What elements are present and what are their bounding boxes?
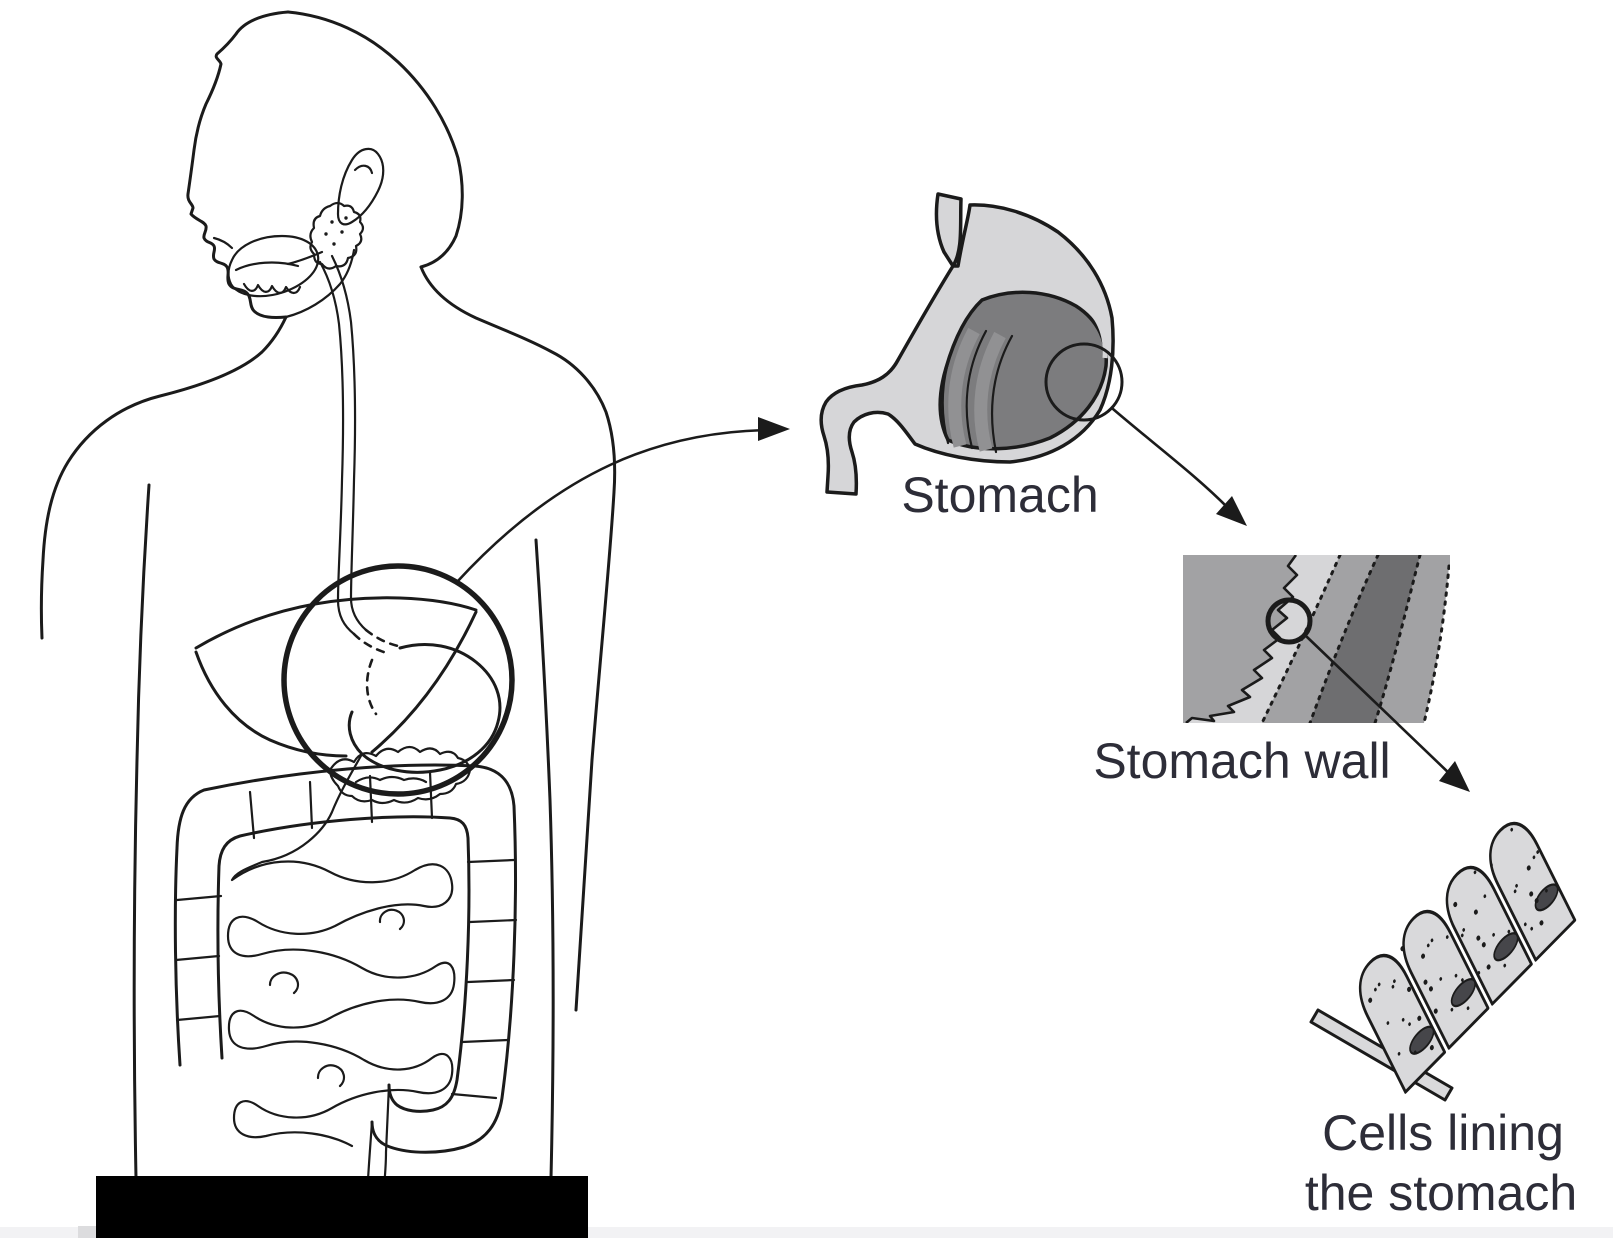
stomach-label: Stomach: [901, 467, 1098, 523]
wall-arc-2: [1308, 555, 1380, 723]
mouth-cavity: [227, 234, 320, 298]
bottom-left-notch: [78, 1226, 96, 1238]
ear-icon: [336, 147, 385, 226]
salivary-gland-stipple: [324, 216, 348, 246]
stomach-illustration: [819, 192, 1124, 496]
rugae-fold-line-2: [965, 329, 988, 450]
liver-inferior-margin: [370, 610, 478, 754]
wall-outer-corner: [1424, 566, 1450, 723]
head-back-outline: [286, 10, 464, 269]
stomach-wall-label: Stomach wall: [1093, 733, 1390, 789]
arrow-shaft: [455, 428, 770, 584]
small-intestine-loops: [268, 908, 405, 1088]
cells-illustration: [1309, 821, 1577, 1102]
nucleus: [1450, 977, 1476, 1008]
arrow-head: [1216, 496, 1247, 526]
cells-label-line1: Cells lining: [1322, 1105, 1564, 1161]
cell-1: [1358, 953, 1446, 1094]
nucleus: [1493, 932, 1519, 962]
rugae-fold-band-2: [974, 331, 1006, 452]
cells-label: Cells lining the stomach: [1305, 1105, 1577, 1221]
pancreas-inner-squiggle: [354, 775, 428, 784]
liver-bottom-edge: [194, 650, 348, 758]
cell-4: [1489, 821, 1577, 962]
zoom-arrow-wall-to-cells: [1305, 635, 1470, 792]
lip-line: [212, 236, 234, 250]
wall-arc-3: [1373, 555, 1422, 723]
cell-nuclei: [1409, 883, 1559, 1055]
teeth-row: [242, 282, 302, 295]
wall-mucosa-zigzag: [1185, 555, 1299, 723]
rugae-fold-line-1: [941, 326, 964, 445]
nucleus: [1409, 1025, 1435, 1055]
rugae-fold-line-3: [991, 334, 1014, 454]
highlight-circle-stomach: [1044, 342, 1124, 422]
bottom-page-strip: [0, 1227, 1613, 1238]
colon-outer: [173, 763, 517, 1154]
stomach-label-text: Stomach: [901, 467, 1098, 523]
ear-inner-line: [353, 164, 374, 175]
left-torso-side: [132, 483, 151, 1180]
arrow-head: [758, 417, 790, 441]
colon-haustra-ticks: [174, 770, 518, 1100]
salivary-gland: [309, 201, 365, 270]
human-figure: [39, 10, 617, 1200]
head-profile-outline: [186, 10, 290, 319]
arrow-shaft: [1305, 635, 1454, 778]
esophagus-left-line: [318, 260, 356, 636]
nucleus: [1534, 883, 1559, 912]
cutaway-rim-highlight: [984, 283, 1108, 359]
wall-dark-band: [1310, 555, 1420, 723]
stomach-wall-panel: [1183, 555, 1450, 723]
arrow-head: [1439, 761, 1470, 792]
cell-columns: [1358, 821, 1577, 1094]
cell-2: [1402, 909, 1490, 1050]
tongue-line: [234, 261, 300, 272]
esophagus-dashed: [352, 628, 400, 656]
redaction-box: [96, 1176, 588, 1238]
wall-arc-4: [1422, 564, 1450, 723]
cells-label-line2: the stomach: [1305, 1165, 1577, 1221]
neck-left-shoulder: [39, 315, 288, 640]
liver-top-edge: [194, 596, 478, 650]
rugae-fold-band-1: [948, 327, 980, 448]
pancreas-duodenum: [328, 745, 472, 805]
small-intestine-coils: [226, 752, 456, 1148]
cell-3: [1445, 865, 1533, 1006]
wall-mucosa-band: [1186, 555, 1340, 723]
salivary-duct: [286, 250, 324, 266]
stomach-lesser-curve-dashed: [365, 658, 378, 716]
zoom-arrow-stomach-to-wall: [1111, 407, 1247, 526]
right-shoulder-arm: [419, 265, 617, 1012]
cell-stipple: [1368, 827, 1548, 1056]
zoom-arrow-body-to-stomach: [455, 417, 790, 584]
right-torso-side: [534, 538, 555, 1180]
arrow-shaft: [1111, 407, 1232, 512]
jaw-line: [284, 248, 356, 319]
esophagus-right-line: [330, 254, 368, 632]
stomach-wall-label-text: Stomach wall: [1093, 733, 1390, 789]
highlight-circle-wall: [1265, 597, 1313, 645]
highlight-circle-body: [281, 563, 515, 797]
colon-inner: [216, 815, 471, 1113]
